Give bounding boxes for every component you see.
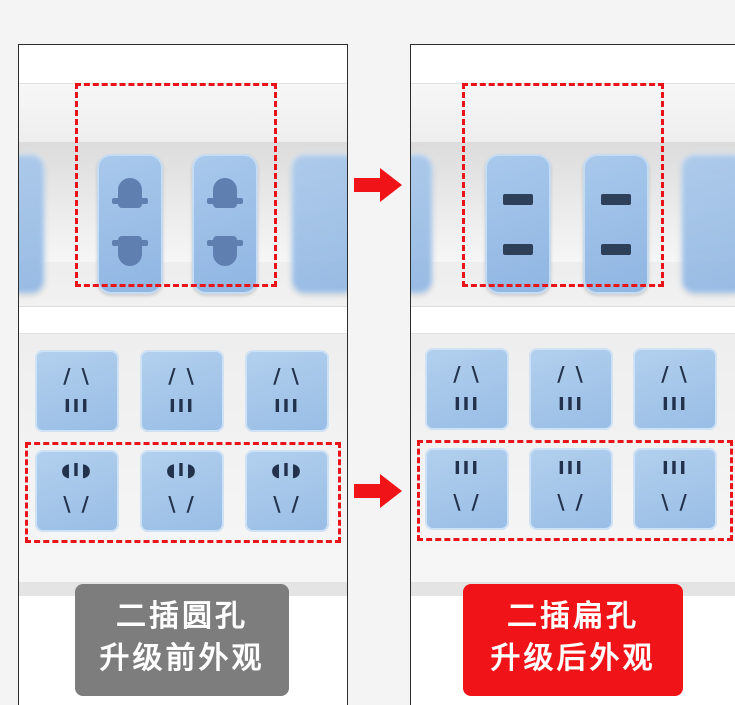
highlight-frame: [417, 440, 733, 541]
three-pin-socket: / \ III: [425, 348, 509, 430]
power-strip-top: [19, 83, 347, 307]
highlight-frame: [25, 442, 341, 543]
top-caption: [0, 0, 735, 14]
before-label-line1: 二插圆孔: [116, 599, 248, 634]
three-pin-socket: / \ III: [245, 350, 329, 432]
after-label: 二插扁孔 升级后外观: [463, 584, 683, 696]
socket-partial: [681, 154, 735, 294]
power-strip-top: [411, 83, 735, 307]
power-strip-bottom: / \ III / \ III / \ III ◖I◗ \ / ◖I◗ \ / …: [19, 333, 347, 596]
highlight-frame: [75, 83, 277, 287]
power-strip-bottom: / \ III / \ III / \ III III \ / III \ / …: [411, 333, 735, 596]
socket-partial: [291, 154, 347, 294]
socket-partial: [411, 154, 433, 294]
after-label-line1: 二插扁孔: [507, 599, 639, 634]
three-pin-socket: / \ III: [140, 350, 224, 432]
round-combo-socket: ◖I◗ \ /: [35, 450, 119, 532]
arrow-right-icon: [354, 168, 402, 202]
three-pin-socket: / \ III: [529, 348, 613, 430]
flat-hole-socket: [485, 154, 551, 294]
round-hole-socket: [97, 154, 163, 294]
flat-combo-socket: III \ /: [425, 448, 509, 530]
arrow-right-icon: [354, 474, 402, 508]
flat-combo-socket: III \ /: [633, 448, 717, 530]
round-combo-socket: ◖I◗ \ /: [140, 450, 224, 532]
three-pin-socket: / \ III: [633, 348, 717, 430]
flat-hole-socket: [583, 154, 649, 294]
highlight-frame: [462, 83, 664, 287]
flat-combo-socket: III \ /: [529, 448, 613, 530]
round-combo-socket: ◖I◗ \ /: [245, 450, 329, 532]
before-label-line2: 升级前外观: [99, 641, 265, 676]
socket-partial: [19, 154, 45, 294]
before-label: 二插圆孔 升级前外观: [75, 584, 289, 696]
round-hole-socket: [192, 154, 258, 294]
after-label-line2: 升级后外观: [490, 641, 656, 676]
three-pin-socket: / \ III: [35, 350, 119, 432]
before-panel: / \ III / \ III / \ III ◖I◗ \ / ◖I◗ \ / …: [18, 44, 348, 705]
